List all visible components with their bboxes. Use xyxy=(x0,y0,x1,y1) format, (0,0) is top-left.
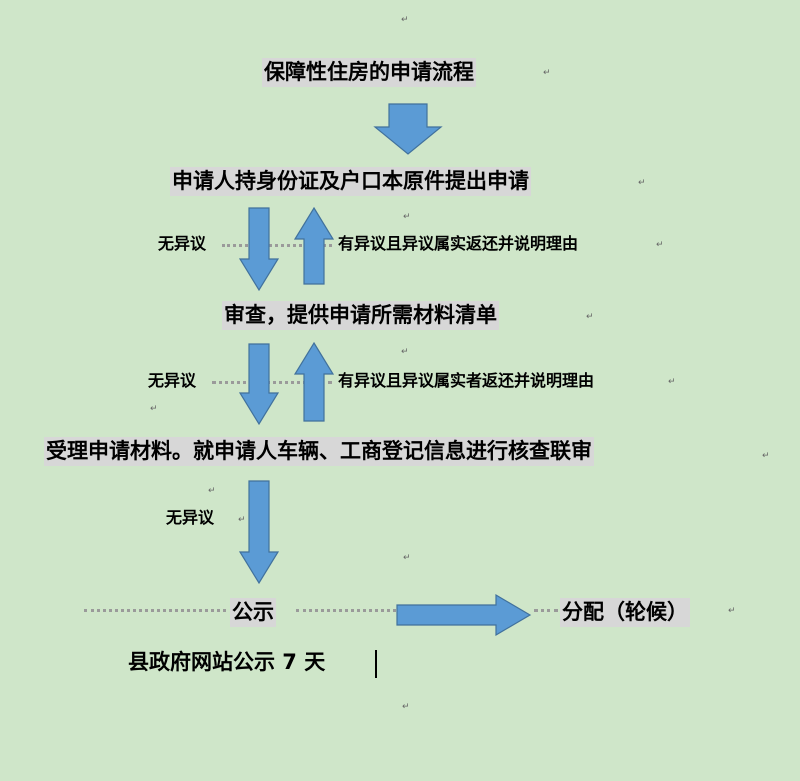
paragraph-mark: ↵ xyxy=(543,68,551,78)
edge-label-objection: 有异议且异议属实者返还并说明理由 xyxy=(338,371,595,390)
diagram-title: 保障性住房的申请流程 xyxy=(262,58,476,88)
dotted-leader xyxy=(534,609,558,612)
paragraph-mark: ↵ xyxy=(150,404,158,414)
paragraph-mark: ↵ xyxy=(403,553,411,563)
edge-label-no-objection: 无异议 xyxy=(158,234,207,253)
down-arrow-icon xyxy=(238,343,280,426)
paragraph-mark: ↵ xyxy=(402,702,410,712)
edge-label-no-objection: 无异议 xyxy=(166,508,215,527)
up-arrow-icon xyxy=(293,341,335,422)
step-publicize: 公示 xyxy=(230,598,276,628)
paragraph-mark: ↵ xyxy=(638,178,646,188)
step-apply: 申请人持身份证及户口本原件提出申请 xyxy=(170,167,531,197)
paragraph-mark: ↵ xyxy=(208,486,216,496)
text-cursor xyxy=(375,650,377,678)
publicize-note: 县政府网站公示 7 天 xyxy=(128,650,326,674)
paragraph-mark: ↵ xyxy=(668,377,676,387)
edge-label-objection: 有异议且异议属实返还并说明理由 xyxy=(338,234,579,253)
step-accept: 受理申请材料。就申请人车辆、工商登记信息进行核查联审 xyxy=(44,437,594,467)
edge-label-no-objection: 无异议 xyxy=(148,371,197,390)
down-arrow-icon xyxy=(238,480,280,585)
paragraph-mark: ↵ xyxy=(401,347,409,357)
down-arrow-icon xyxy=(373,103,443,155)
paragraph-mark: ↵ xyxy=(401,15,409,25)
dotted-leader xyxy=(84,609,226,612)
paragraph-mark: ↵ xyxy=(728,606,736,616)
right-arrow-icon xyxy=(396,593,532,637)
step-allocate: 分配（轮候） xyxy=(560,598,690,628)
paragraph-mark: ↵ xyxy=(403,212,411,222)
dotted-leader xyxy=(296,609,396,612)
up-arrow-icon xyxy=(293,206,335,285)
paragraph-mark: ↵ xyxy=(586,312,594,322)
dotted-leader xyxy=(222,244,332,247)
step-review: 审查，提供申请所需材料清单 xyxy=(222,301,499,331)
paragraph-mark: ↵ xyxy=(238,515,246,525)
paragraph-mark: ↵ xyxy=(762,451,770,461)
down-arrow-icon xyxy=(238,207,280,292)
dotted-leader xyxy=(212,381,332,384)
paragraph-mark: ↵ xyxy=(656,240,664,250)
